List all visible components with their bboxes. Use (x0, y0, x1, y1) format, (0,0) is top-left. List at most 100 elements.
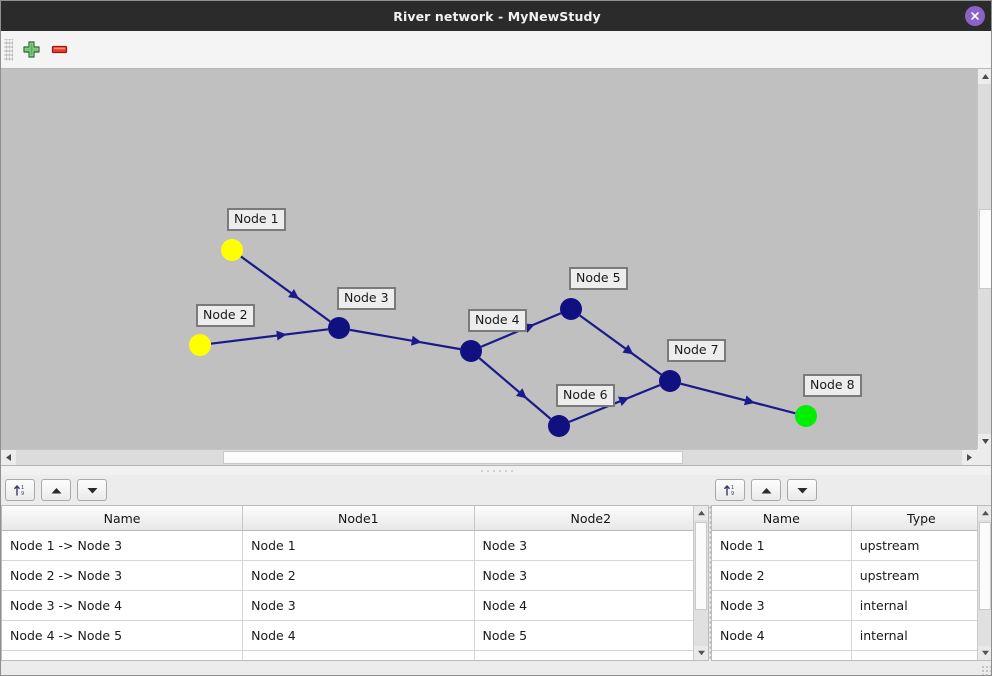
table-cell[interactable]: Node 3 (712, 590, 852, 621)
graph-edge[interactable] (680, 382, 796, 415)
graph-node-label[interactable]: Node 7 (667, 339, 726, 362)
graph-hscroll-thumb[interactable] (223, 451, 683, 464)
table-cell[interactable] (712, 650, 852, 660)
table-cell[interactable] (851, 650, 991, 660)
table-cell[interactable]: Node 2 (242, 560, 475, 591)
table-cell[interactable]: Node 4 (712, 620, 852, 651)
reaches-move-up-button[interactable] (41, 479, 71, 501)
scroll-down-icon[interactable] (978, 646, 991, 660)
table-cell[interactable] (474, 650, 708, 660)
table-cell[interactable]: Node 2 (712, 560, 852, 591)
scroll-down-icon[interactable] (978, 434, 991, 449)
scroll-right-icon[interactable] (962, 450, 977, 465)
graph-node-label[interactable]: Node 1 (227, 208, 286, 231)
column-header[interactable]: Node2 (474, 506, 708, 531)
table-row[interactable] (712, 650, 991, 660)
table-cell[interactable]: Node 5 (474, 620, 708, 651)
nodes-move-down-button[interactable] (787, 479, 817, 501)
table-cell[interactable]: Node 3 -> Node 4 (2, 590, 244, 621)
graph-node-label[interactable]: Node 8 (803, 374, 862, 397)
panel-splitter[interactable] (1, 465, 991, 475)
window-resize-grip[interactable] (981, 665, 991, 675)
table-cell[interactable] (242, 650, 475, 660)
nodes-sort-button[interactable]: 1 9 (715, 479, 745, 501)
table-cell[interactable]: upstream (851, 530, 991, 561)
table-cell[interactable]: internal (851, 620, 991, 651)
table-cell[interactable]: upstream (851, 560, 991, 591)
nodes-table-scrollbar[interactable] (977, 506, 991, 660)
graph-node[interactable] (328, 317, 350, 339)
table-cell[interactable]: Node 2 -> Node 3 (2, 560, 244, 591)
scroll-up-icon[interactable] (694, 506, 708, 520)
graph-node[interactable] (221, 239, 243, 261)
minus-icon[interactable] (45, 36, 73, 64)
graph-edge[interactable] (349, 328, 461, 351)
splitter-grip[interactable] (479, 468, 515, 473)
reaches-sort-button[interactable]: 1 9 (5, 479, 35, 501)
panels-divider[interactable] (709, 505, 711, 661)
table-cell[interactable]: internal (851, 590, 991, 621)
scroll-left-icon[interactable] (1, 450, 16, 465)
reaches-table-scrollbar[interactable] (693, 506, 708, 660)
table-cell[interactable]: Node 1 (712, 530, 852, 561)
table-cell[interactable]: Node 4 (474, 590, 708, 621)
graph-edge[interactable] (240, 255, 331, 323)
graph-node[interactable] (795, 405, 817, 427)
reaches-move-down-button[interactable] (77, 479, 107, 501)
table-cell[interactable]: Node 3 (474, 530, 708, 561)
scroll-up-icon[interactable] (978, 506, 991, 520)
graph-node-label[interactable]: Node 3 (337, 287, 396, 310)
toolbar-drag-handle[interactable] (4, 38, 13, 61)
table-cell[interactable]: Node 3 (474, 560, 708, 591)
graph-node-label[interactable]: Node 2 (196, 304, 255, 327)
graph-edge[interactable] (210, 328, 329, 345)
graph-vscroll-thumb[interactable] (979, 209, 991, 289)
table-cell[interactable]: Node 1 -> Node 3 (2, 530, 244, 561)
graph-node-label[interactable]: Node 4 (468, 309, 527, 332)
graph-horizontal-scrollbar[interactable] (1, 449, 977, 465)
graph-node-label[interactable]: Node 6 (556, 384, 615, 407)
table-row[interactable] (2, 650, 708, 660)
graph-node[interactable] (460, 340, 482, 362)
close-icon[interactable] (965, 6, 985, 26)
graph-node[interactable] (548, 415, 570, 437)
reaches-scroll-thumb[interactable] (695, 522, 707, 610)
graph-node[interactable] (560, 298, 582, 320)
column-header[interactable]: Name (712, 506, 852, 531)
scroll-up-icon[interactable] (978, 69, 991, 84)
column-header[interactable]: Node1 (242, 506, 475, 531)
graph-edge[interactable] (478, 357, 552, 420)
main-toolbar (1, 31, 991, 69)
nodes-move-up-button[interactable] (751, 479, 781, 501)
graph-node[interactable] (189, 334, 211, 356)
graph-node[interactable] (659, 370, 681, 392)
column-header[interactable]: Type (851, 506, 991, 531)
table-cell[interactable] (2, 650, 244, 660)
nodes-scroll-thumb[interactable] (979, 522, 991, 610)
table-cell[interactable]: Node 4 (242, 620, 475, 651)
scroll-down-icon[interactable] (694, 646, 708, 660)
table-cell[interactable]: Node 3 (242, 590, 475, 621)
table-cell[interactable]: Node 4 -> Node 5 (2, 620, 244, 651)
plus-icon[interactable] (17, 36, 45, 64)
network-graph-canvas[interactable]: Node 1 Node 2 Node 3 Node 4 Node 5 Node 6 Node… (1, 69, 977, 449)
graph-edge[interactable] (579, 314, 662, 376)
graph-vertical-scrollbar[interactable] (977, 69, 991, 449)
table-cell[interactable]: Node 1 (242, 530, 475, 561)
column-header[interactable]: Name (2, 506, 244, 531)
graph-node-label[interactable]: Node 5 (569, 267, 628, 290)
reaches-toolbar: 1 9 (1, 475, 107, 505)
